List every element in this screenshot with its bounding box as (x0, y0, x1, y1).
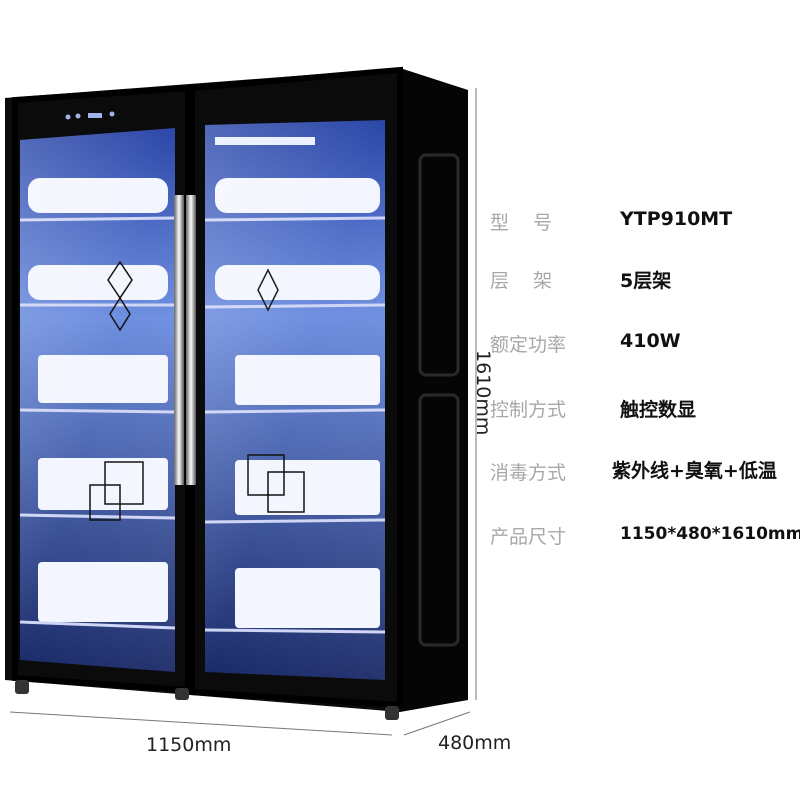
spec-value-control-method: 触控数显 (620, 399, 697, 421)
dimension-lines (9, 88, 477, 736)
door-handle-right (186, 195, 196, 485)
spec-value-rated-power: 410W (620, 330, 681, 352)
left-door (19, 128, 176, 672)
cabinet-side-panel (400, 68, 468, 712)
spec-label-rated-power: 额定功率 (490, 334, 567, 356)
dimension-height-label: 1610mm (472, 350, 494, 436)
spec-label-disinfection-method: 消毒方式 (490, 462, 567, 484)
spec-label-shelves: 层 架 (490, 270, 553, 292)
spec-value-product-size: 1150*480*1610mm (620, 524, 800, 544)
right-door (204, 120, 386, 680)
door-handle-left (174, 195, 184, 485)
dimension-depth-label: 480mm (438, 732, 512, 754)
spec-label-model: 型 号 (490, 212, 553, 234)
spec-value-disinfection-method: 紫外线+臭氧+低温 (612, 460, 777, 482)
spec-value-shelves: 5层架 (620, 270, 672, 292)
dimension-width-label: 1150mm (146, 734, 232, 756)
spec-label-control-method: 控制方式 (490, 399, 567, 421)
spec-value-model: YTP910MT (620, 208, 733, 230)
touch-control-panel (65, 111, 115, 120)
cabinet-feet (15, 680, 399, 720)
spec-label-product-size: 产品尺寸 (490, 526, 567, 548)
